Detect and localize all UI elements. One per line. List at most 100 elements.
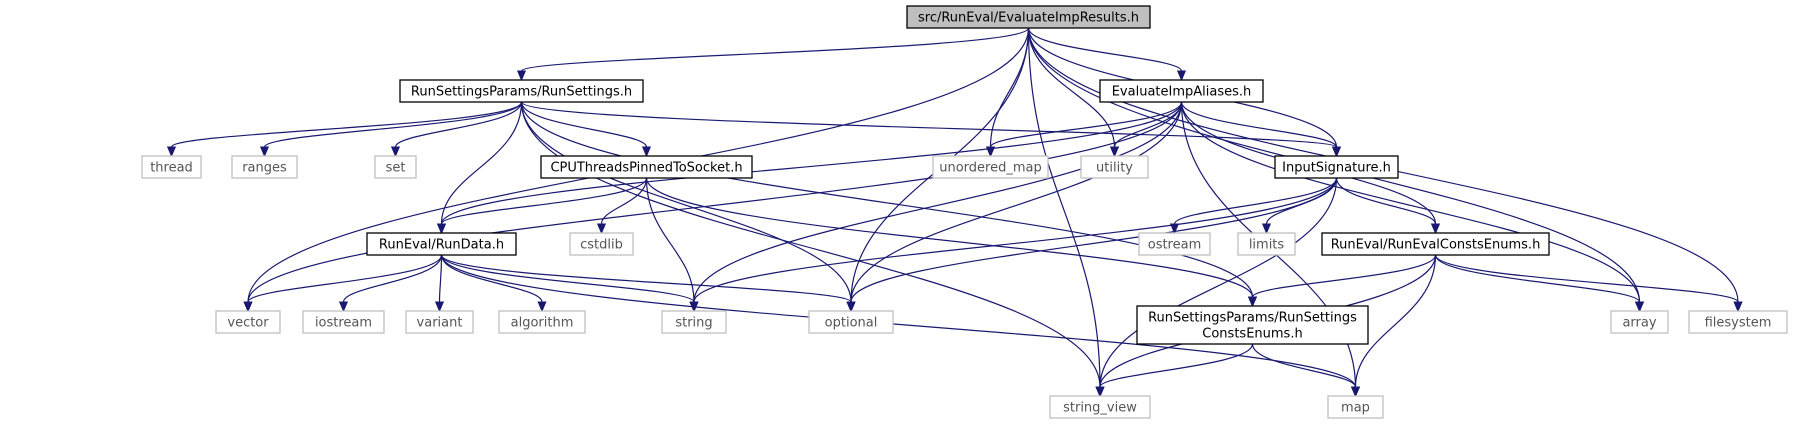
node-label: utility xyxy=(1096,161,1133,176)
edge-consts-to-rsconsts xyxy=(1247,254,1437,308)
node-limits: limits xyxy=(1237,232,1296,256)
node-box xyxy=(399,79,644,103)
node-set: set xyxy=(374,155,417,179)
node-label: string_view xyxy=(1063,401,1137,416)
edge-line xyxy=(1180,101,1338,148)
edge-line xyxy=(440,177,648,225)
edge-line xyxy=(645,177,1254,298)
node-ostream: ostream xyxy=(1138,232,1211,256)
node-box xyxy=(1688,310,1788,334)
node-string: string xyxy=(661,310,727,334)
edge-arrowhead xyxy=(1733,301,1743,313)
node-label: unordered_map xyxy=(939,161,1042,176)
edge-arrowhead xyxy=(243,301,253,313)
edge-arrowhead xyxy=(846,301,856,313)
dependency-nodes: src/RunEval/EvaluateImpResults.hRunSetti… xyxy=(141,5,1788,419)
edge-arrowhead xyxy=(434,301,445,313)
edge-runsettings-to-cputhreads xyxy=(520,101,652,158)
node-box xyxy=(808,310,894,334)
edge-line xyxy=(1099,177,1338,388)
edge-arrowhead xyxy=(537,301,547,313)
node-box xyxy=(1610,310,1669,334)
edge-arrowhead xyxy=(166,146,177,158)
node-label: CPUThreadsPinnedToSocket.h xyxy=(550,161,742,176)
node-thread: thread xyxy=(141,155,202,179)
edge-line xyxy=(247,254,443,303)
node-cstdlib: cstdlib xyxy=(569,232,634,256)
node-box xyxy=(302,310,385,334)
node-label: vector xyxy=(227,316,269,331)
edge-line xyxy=(1027,27,1101,388)
edge-rsconsts-to-string_view xyxy=(1095,343,1254,398)
edge-rundata-to-iostream xyxy=(338,254,443,313)
edge-arrowhead xyxy=(390,146,401,158)
node-cputhreadspinnedtosocket-h[interactable]: CPUThreadsPinnedToSocket.h xyxy=(540,155,753,179)
edge-line xyxy=(1027,27,1183,72)
node-label: set xyxy=(386,161,406,176)
edge-arrowhead xyxy=(1169,223,1180,235)
edge-rundata-to-optional xyxy=(440,254,856,313)
edge-line xyxy=(1173,177,1338,225)
node-label: thread xyxy=(150,161,193,176)
edge-inputsig-to-limits xyxy=(1261,177,1338,235)
node-runsettingsparams-runsettings-h[interactable]: RunSettingsParams/RunSettings.h xyxy=(399,79,644,103)
node-box xyxy=(366,232,517,256)
edge-line xyxy=(850,101,1183,303)
node-label: RunEval/RunData.h xyxy=(379,238,504,253)
node-unordered-map: unordered_map xyxy=(932,155,1049,179)
edge-arrowhead xyxy=(338,301,349,313)
edge-rundata-to-variant xyxy=(434,254,445,313)
edge-line xyxy=(1251,343,1357,388)
edge-line xyxy=(440,101,523,225)
edge-line xyxy=(645,177,695,303)
edge-line xyxy=(394,101,523,148)
edge-line xyxy=(989,101,1183,148)
node-runeval-rundata-h[interactable]: RunEval/RunData.h xyxy=(366,232,517,256)
node-runsettingsparams-runsettings-constsenums-h[interactable]: RunSettingsParams/RunSettingsConstsEnums… xyxy=(1136,305,1369,345)
node-runeval-runevalconstsenums-h[interactable]: RunEval/RunEvalConstsEnums.h xyxy=(1321,232,1550,256)
node-label: algorithm xyxy=(511,316,574,331)
node-variant: variant xyxy=(405,310,474,334)
edge-line xyxy=(1099,343,1254,388)
node-src-runeval-evaluateimpresults-h[interactable]: src/RunEval/EvaluateImpResults.h xyxy=(906,5,1151,29)
edge-line xyxy=(520,101,648,148)
edge-line xyxy=(440,101,1183,225)
node-label: InputSignature.h xyxy=(1282,161,1391,176)
node-iostream: iostream xyxy=(302,310,385,334)
node-inputsignature-h[interactable]: InputSignature.h xyxy=(1274,155,1399,179)
edge-line xyxy=(520,101,852,303)
edge-rundata-to-algorithm xyxy=(440,254,547,313)
node-label: map xyxy=(1341,401,1370,416)
edge-runsettings-to-set xyxy=(390,101,523,158)
node-box xyxy=(1099,79,1264,103)
node-label: optional xyxy=(825,316,878,331)
edge-root-to-aliases xyxy=(1027,27,1187,82)
edge-rsconsts-to-map xyxy=(1251,343,1361,398)
node-evaluateimpaliases-h[interactable]: EvaluateImpAliases.h xyxy=(1099,79,1264,103)
node-ranges: ranges xyxy=(231,155,298,179)
node-box xyxy=(1327,395,1384,419)
edge-arrowhead xyxy=(641,146,652,158)
edge-line xyxy=(247,101,1183,303)
edge-consts-to-filesystem xyxy=(1434,254,1743,313)
edge-arrowhead xyxy=(1634,301,1645,313)
edge-line xyxy=(342,254,443,303)
node-box xyxy=(374,155,417,179)
edge-line xyxy=(600,177,648,225)
edge-line xyxy=(440,254,1357,388)
edge-consts-to-array xyxy=(1434,254,1645,313)
node-box xyxy=(569,232,634,256)
edge-line xyxy=(1354,254,1437,388)
edge-line xyxy=(440,254,543,303)
node-label: array xyxy=(1622,316,1656,331)
edge-line xyxy=(520,101,1101,388)
node-map: map xyxy=(1327,395,1384,419)
edge-line xyxy=(693,101,1183,303)
edge-arrowhead xyxy=(1331,146,1342,158)
node-label: ranges xyxy=(242,161,287,176)
node-box xyxy=(1136,305,1369,345)
node-box xyxy=(141,155,202,179)
node-label: EvaluateImpAliases.h xyxy=(1112,85,1252,100)
edge-line xyxy=(1434,254,1641,303)
